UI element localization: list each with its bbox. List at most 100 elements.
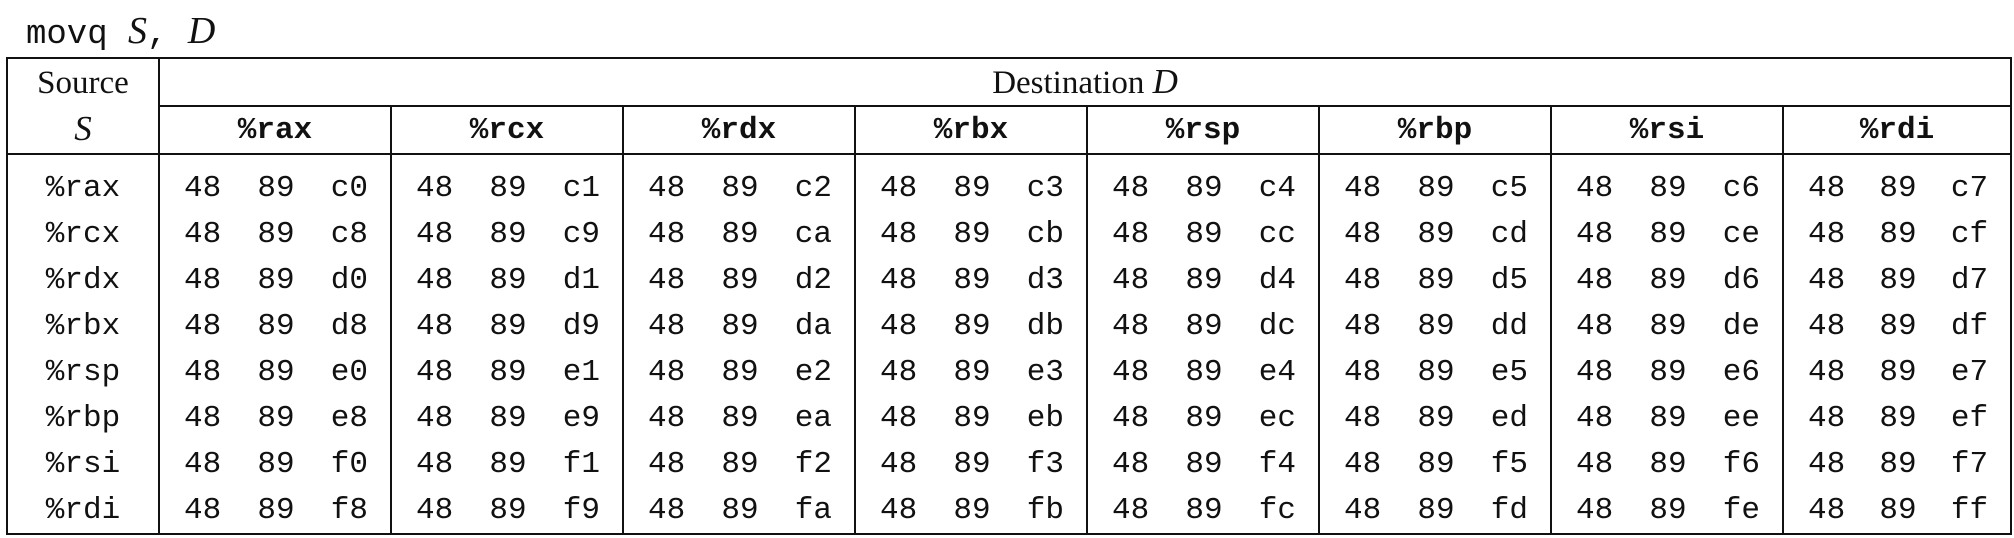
header-row-registers: %rax%rcx%rdx%rbx%rsp%rbp%rsi%rdi [7,106,2013,154]
encoding-byte: 89 [1879,446,1917,482]
encoding-byte: 48 [648,308,686,344]
encoding-byte: 89 [953,400,991,436]
encoding-byte: 89 [721,446,759,482]
encoding-byte: d6 [1722,262,1760,298]
encoding-byte: 48 [1112,492,1150,528]
encoding-byte: e4 [1258,354,1296,390]
destination-header-symbol: D [1152,62,1178,101]
encoding-byte: 48 [648,170,686,206]
encoding-byte: d9 [562,308,600,344]
encoding-byte: f3 [1026,446,1064,482]
encoding-byte: e6 [1722,354,1760,390]
destination-header: Destination D [157,58,2013,107]
encoding-byte: e7 [1950,354,1989,390]
encoding-byte: e3 [1026,354,1064,390]
encoding-byte: 48 [1576,400,1614,436]
encoding-table: Source S Destination D %rax%rcx%rdx%rbx%… [6,57,2013,535]
encoding-byte: 48 [1808,170,1846,206]
encoding-byte: fc [1258,492,1296,528]
encoding-byte: e9 [562,400,600,436]
encoding-byte: 89 [257,400,295,436]
encoding-byte: 89 [721,262,759,298]
encoding-byte: ee [1722,400,1760,436]
encoding-byte: da [794,308,832,344]
encoding-byte: 48 [1112,400,1150,436]
encoding-byte: 48 [1576,492,1614,528]
encoding-byte: 48 [1576,262,1614,298]
encoding-byte: cc [1258,216,1296,252]
encoding-byte: c7 [1950,170,1989,206]
encoding-byte: 48 [1808,446,1846,482]
encoding-byte: 48 [1344,170,1382,206]
encoding-byte: 48 [1112,170,1150,206]
encoding-byte: 89 [257,492,295,528]
encoding-byte: 48 [1576,216,1614,252]
encoding-byte: ce [1722,216,1760,252]
encoding-byte: 48 [416,492,454,528]
encoding-byte: d2 [794,262,832,298]
encoding-byte: ff [1950,492,1989,528]
encoding-byte: 48 [1576,170,1614,206]
encoding-byte: 89 [489,354,527,390]
encoding-byte: 89 [1649,308,1687,344]
encoding-byte: fb [1026,492,1064,528]
encoding-byte: 48 [184,308,222,344]
encoding-byte: 48 [184,354,222,390]
encoding-byte: 89 [489,170,527,206]
encoding-byte: 89 [953,446,991,482]
encoding-byte: 89 [721,354,759,390]
encoding-byte: 48 [1112,446,1150,482]
encoding-byte: 89 [1185,308,1223,344]
encoding-byte: ec [1258,400,1296,436]
encoding-byte: 89 [489,262,527,298]
spacer-row [6,154,2013,165]
encoding-byte: 89 [1879,262,1917,298]
source-header-label: Source [37,65,129,101]
encoding-byte: 89 [953,308,991,344]
encoding-byte: 89 [1649,262,1687,298]
encoding-byte: 48 [1112,262,1150,298]
encoding-byte: 89 [721,492,759,528]
encoding-byte: 89 [953,354,991,390]
encoding-byte: 48 [184,446,222,482]
encoding-byte: 48 [1344,400,1382,436]
dest-register-header: %rdx [622,106,856,154]
encoding-byte: 89 [1185,446,1223,482]
encoding-byte: f8 [330,492,368,528]
encoding-byte: e1 [562,354,600,390]
encoding-byte: c2 [794,170,832,206]
encoding-byte: 48 [1112,308,1150,344]
encoding-byte: 89 [489,446,527,482]
encoding-byte: 48 [880,216,918,252]
encoding-byte: 89 [1417,308,1455,344]
encoding-byte: 89 [1879,308,1917,344]
encoding-byte: 89 [953,216,991,252]
